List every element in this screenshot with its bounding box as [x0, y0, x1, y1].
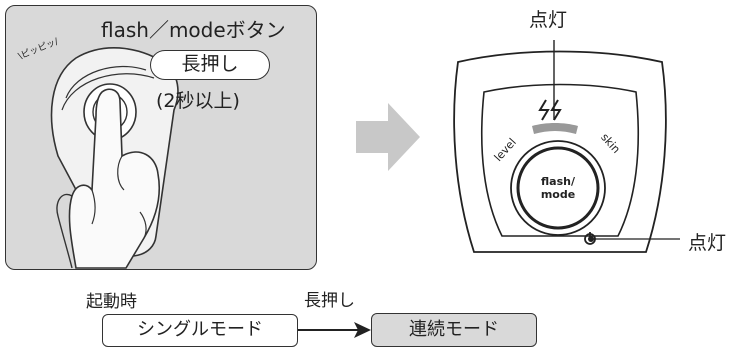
mode-button-label-line2: mode	[541, 188, 575, 201]
device-front-illustration: level skin flash/ mode	[453, 40, 680, 253]
long-press-pill: 長押し	[150, 50, 270, 80]
button-title-label: flash／modeボタン	[101, 18, 286, 42]
indicator-bar	[532, 123, 578, 134]
left-illustration-panel: \ピッピッ/ flash／modeボタン 長押し (2秒以上)	[5, 5, 317, 270]
press-duration-note: (2秒以上)	[156, 90, 240, 112]
startup-label: 起動時	[86, 292, 137, 312]
mode-button-inner-ring	[516, 146, 600, 230]
right-lit-label: 点灯	[688, 232, 727, 254]
mode-button-label-line1: flash/	[541, 175, 576, 188]
double-lightning-icon	[538, 99, 562, 121]
long-press-flow-label: 長押し	[304, 291, 355, 311]
hand-press-illustration	[50, 47, 179, 269]
continuous-mode-box: 連続モード	[371, 313, 537, 347]
single-mode-box: シングルモード	[102, 314, 298, 347]
right-arrow-icon	[356, 103, 420, 171]
top-lit-label: 点灯	[529, 9, 568, 31]
flow-arrow-icon	[298, 322, 371, 338]
